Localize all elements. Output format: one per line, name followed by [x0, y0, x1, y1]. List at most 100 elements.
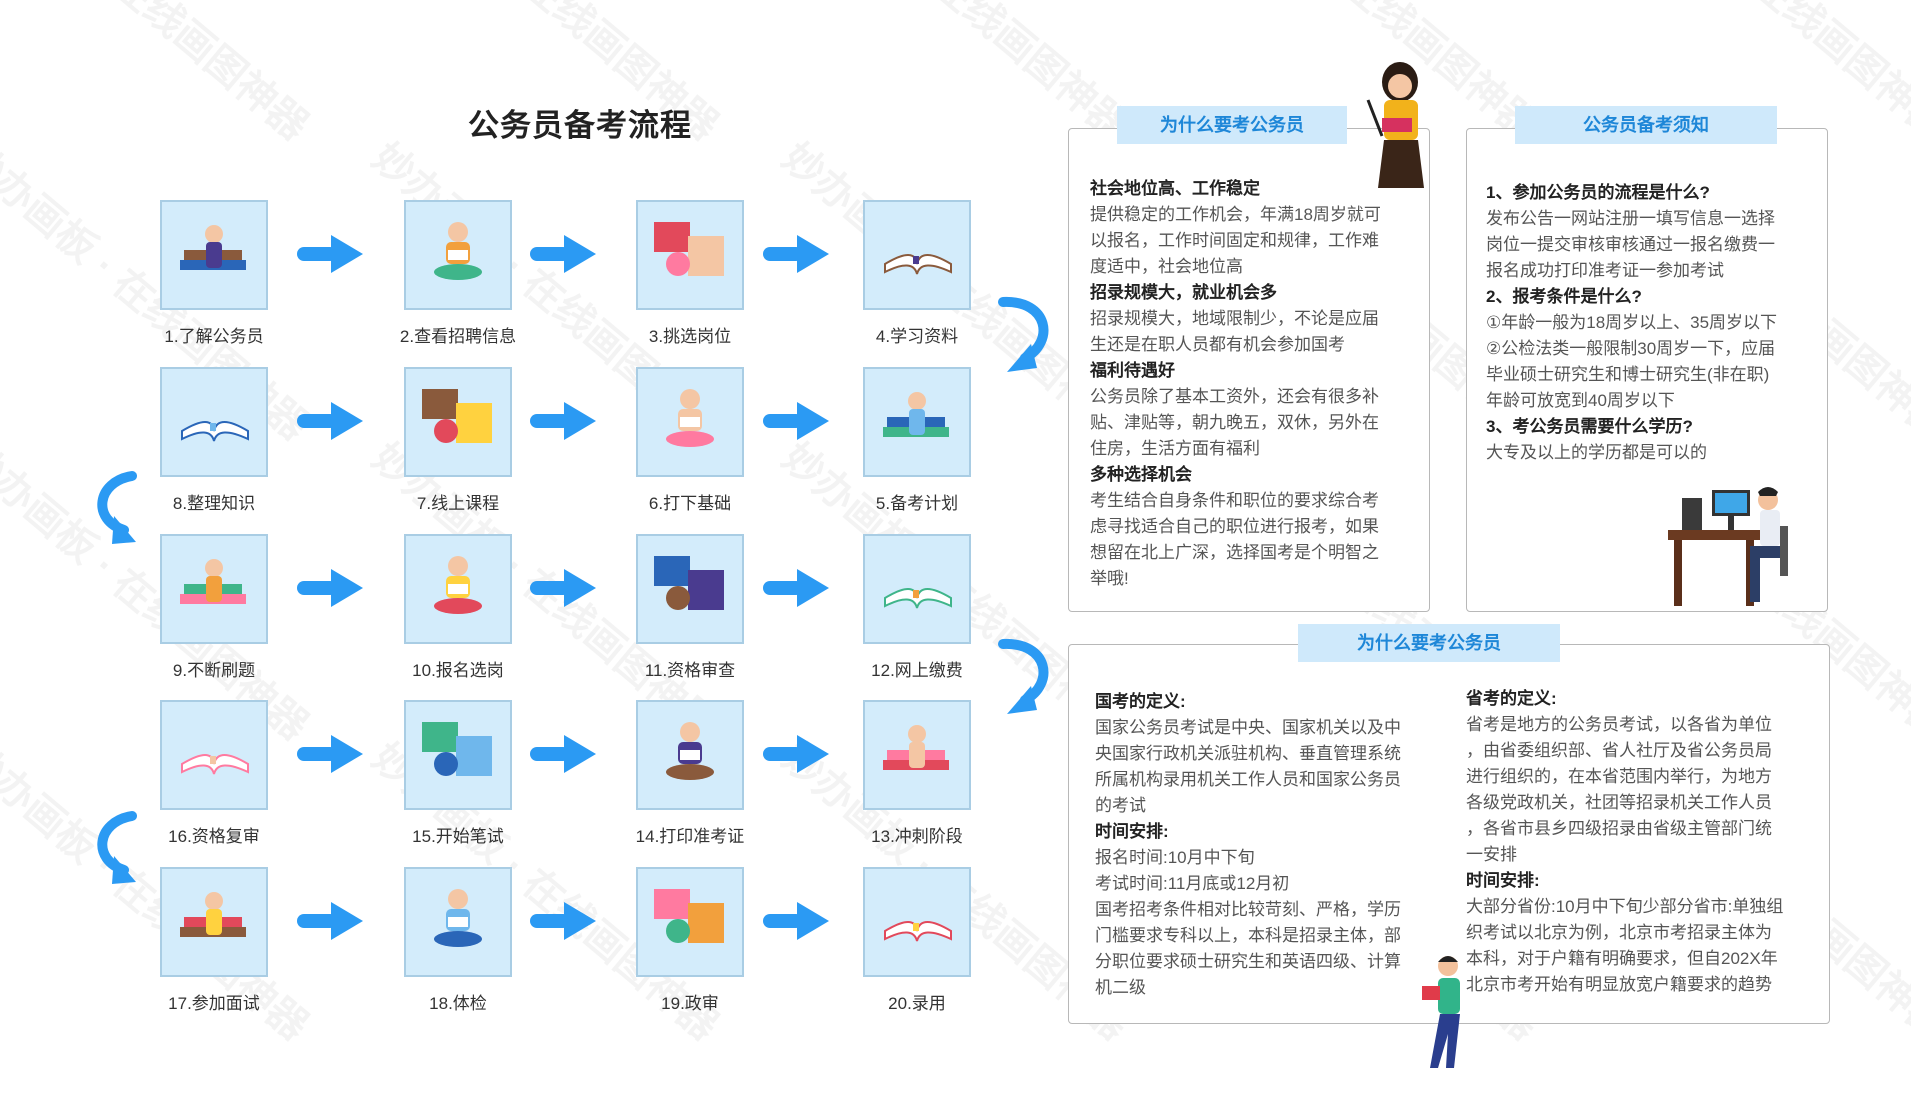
- panel-line: 本科，对于户籍有明确要求，但自202X年: [1466, 949, 1778, 968]
- panel-heading: 1、参加公务员的流程是什么?: [1486, 183, 1710, 202]
- flow-step: 13.冲刺阶段: [827, 700, 1007, 847]
- panel-line: 国家公务员考试是中央、国家机关以及中: [1095, 718, 1401, 737]
- panel-why-title: 为什么要考公务员: [1117, 106, 1347, 144]
- step-label: 15.开始笔试: [412, 827, 504, 846]
- step-label: 10.报名选岗: [412, 661, 504, 680]
- clipboard-plan-icon: [863, 367, 971, 477]
- panel-line: 各级党政机关，社团等招录机关工作人员: [1466, 793, 1772, 812]
- flow-step: 20.录用: [827, 867, 1007, 1014]
- panel-line: 的考试: [1095, 796, 1146, 815]
- panel-line: 报名时间:10月中下旬: [1095, 848, 1255, 867]
- flow-step: 6.打下基础: [600, 367, 780, 514]
- panel-heading: 招录规模大，就业机会多: [1090, 283, 1277, 302]
- panel-line: 度适中，社会地位高: [1090, 257, 1243, 276]
- step-label: 11.资格审查: [644, 661, 736, 680]
- step-label: 20.录用: [888, 994, 946, 1013]
- panel-line: 进行组织的，在本省范围内举行，为地方: [1466, 767, 1772, 786]
- student-desk-icon: [160, 534, 268, 644]
- registration-board-icon: [404, 534, 512, 644]
- panel-line: 考试时间:11月底或12月初: [1095, 874, 1290, 893]
- flow-arrow-icon: [763, 402, 829, 440]
- panel-exam-left-text: 国考的定义: 国家公务员考试是中央、国家机关以及中央国家行政机关派驻机构、垂直管理…: [1095, 689, 1430, 1001]
- flow-step: 3.挑选岗位: [600, 200, 780, 347]
- print-ticket-icon: [636, 700, 744, 810]
- flow-step: 14.打印准考证: [600, 700, 780, 847]
- panel-line: 门槛要求专科以上，本科是招录主体，部: [1095, 926, 1401, 945]
- step-label: 19.政审: [661, 994, 719, 1013]
- clock-review-icon: [636, 867, 744, 977]
- watermark-text: 妙办画板 · 在线画图神器: [0, 0, 323, 151]
- step-label: 17.参加面试: [168, 994, 260, 1013]
- curve-arrow-right-1: [998, 296, 1049, 372]
- flow-arrow-icon: [763, 569, 829, 607]
- flow-step: 7.线上课程: [368, 367, 548, 514]
- panel-line: 虑寻找适合自己的职位进行报考，如果: [1090, 517, 1379, 536]
- online-payment-icon: [863, 534, 971, 644]
- panel-why-text: 社会地位高、工作稳定提供稳定的工作机会，年满18周岁就可以报名，工作时间固定和规…: [1090, 176, 1420, 592]
- panel-line: 公务员除了基本工资外，还会有很多补: [1090, 387, 1379, 406]
- panel-line: 大部分省份:10月中下旬少部分省市:单独组: [1466, 897, 1784, 916]
- panel-line: 毕业硕士研究生和博士研究生(非在职): [1486, 365, 1770, 384]
- panel-line: 考生结合自身条件和职位的要求综合考: [1090, 491, 1379, 510]
- step-label: 7.线上课程: [416, 494, 500, 513]
- flow-step: 10.报名选岗: [368, 534, 548, 681]
- step-label: 16.资格复审: [168, 827, 260, 846]
- panel-line: 国考招考条件相对比较苛刻、严格，学历: [1095, 900, 1401, 919]
- flow-step: 2.查看招聘信息: [368, 200, 548, 347]
- flow-arrow-icon: [530, 235, 596, 273]
- online-lecture-icon: [404, 367, 512, 477]
- stressed-student-icon: [863, 700, 971, 810]
- flow-arrow-icon: [763, 735, 829, 773]
- panel-line: 贴、津贴等，朝九晚五，双休，另外在: [1090, 413, 1379, 432]
- walking-person-icon: [1422, 956, 1460, 1068]
- panel-line: 织考试以北京为例，北京市考招录主体为: [1466, 923, 1772, 942]
- panel-line: ①年龄一般为18周岁以上、35周岁以下: [1486, 313, 1778, 332]
- panel-notice-text: 1、参加公务员的流程是什么?发布公告一网站注册一填写信息一选择岗位一提交审核审核…: [1486, 180, 1821, 466]
- panel-line: 央国家行政机关派驻机构、垂直管理系统: [1095, 744, 1401, 763]
- step-label: 2.查看招聘信息: [399, 327, 517, 346]
- panel-line: 年龄可放宽到40周岁以下: [1486, 391, 1675, 410]
- panel-heading: 时间安排:: [1466, 871, 1540, 890]
- curve-arrow-left-1: [97, 471, 137, 544]
- panel-exam-right-text: 省考的定义:省考是地方的公务员考试，以各省为单位，由省委组织部、省人社厅及省公务…: [1466, 686, 1816, 998]
- flow-arrow-icon: [530, 402, 596, 440]
- open-book-icon: [863, 200, 971, 310]
- flow-step: 8.整理知识: [124, 367, 304, 514]
- flow-step: 9.不断刷题: [124, 534, 304, 681]
- panel-heading: 国考的定义:: [1095, 692, 1186, 711]
- panel-heading: 多种选择机会: [1090, 465, 1192, 484]
- panel-line: 分职位要求硕士研究生和英语四级、计算: [1095, 952, 1401, 971]
- panel-line: 提供稳定的工作机会，年满18周岁就可: [1090, 205, 1381, 224]
- panel-line: ，各省市县乡四级招录由省级主管部门统: [1466, 819, 1772, 838]
- flow-step: 18.体检: [368, 867, 548, 1014]
- panel-why-civil-servant: [1068, 128, 1430, 612]
- panel-exam-title: 为什么要考公务员: [1298, 624, 1560, 662]
- panel-heading: 福利待遇好: [1090, 361, 1175, 380]
- curve-arrow-right-2: [998, 638, 1049, 714]
- panel-line: 生还是在职人员都有机会参加国考: [1090, 335, 1345, 354]
- flow-step: 17.参加面试: [124, 867, 304, 1014]
- flow-arrow-icon: [297, 235, 363, 273]
- office-collage-icon: [636, 200, 744, 310]
- panel-line: 住房，生活方面有福利: [1090, 439, 1260, 458]
- step-label: 6.打下基础: [648, 494, 732, 513]
- panel-line: ②公检法类一般限制30周岁一下，应届: [1486, 339, 1776, 358]
- office-worker-desk-icon: [1668, 487, 1788, 606]
- flow-arrow-icon: [297, 402, 363, 440]
- panel-line: 一安排: [1466, 845, 1517, 864]
- panel-heading: 省考的定义:: [1466, 689, 1557, 708]
- step-label: 1.了解公务员: [164, 327, 264, 346]
- step-label: 14.打印准考证: [635, 827, 745, 846]
- graduate-cap-icon: [863, 867, 971, 977]
- panel-heading: 2、报考条件是什么?: [1486, 287, 1642, 306]
- panel-line: 北京市考开始有明显放宽户籍要求的趋势: [1466, 975, 1772, 994]
- panel-line: ，由省委组织部、省人社厅及省公务员局: [1466, 741, 1772, 760]
- flow-arrow-icon: [297, 735, 363, 773]
- panel-line: 机二级: [1095, 978, 1146, 997]
- studying-boy-icon: [636, 367, 744, 477]
- flow-step: 4.学习资料: [827, 200, 1007, 347]
- flow-arrow-icon: [530, 569, 596, 607]
- curve-arrow-left-2: [97, 811, 137, 884]
- running-person-icon: [404, 867, 512, 977]
- step-label: 3.挑选岗位: [648, 327, 732, 346]
